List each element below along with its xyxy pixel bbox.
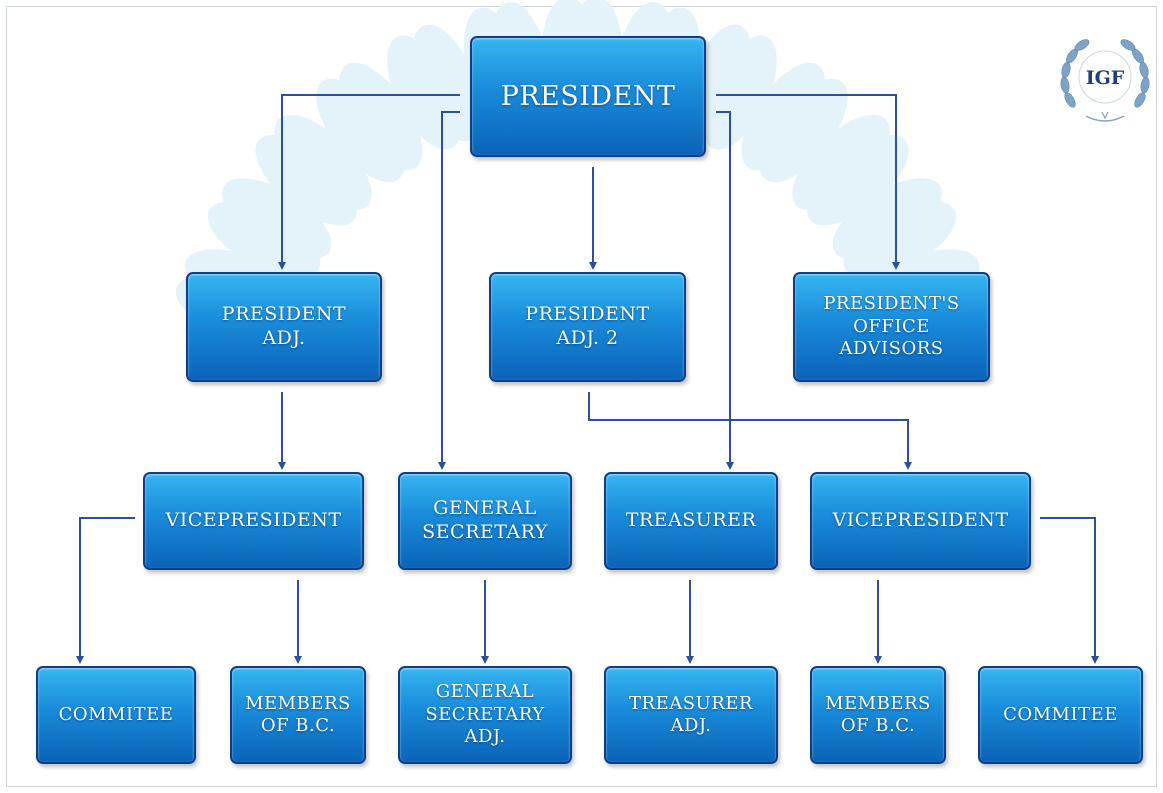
node-members-bc-left: MEMBERS OF B.C. — [230, 666, 366, 764]
laurel-leaf — [207, 201, 321, 278]
node-presidents-office-advisors: PRESIDENT'S OFFICE ADVISORS — [793, 272, 990, 382]
connector-vicepresident-left-to-committee-left — [76, 517, 135, 664]
igf-logo: IGF — [1060, 39, 1150, 122]
laurel-leaf — [759, 78, 848, 183]
laurel-leaf — [255, 134, 357, 226]
node-president-adj: PRESIDENT ADJ. — [186, 272, 382, 382]
laurel-leaf — [702, 35, 777, 150]
node-committee-left: COMMITEE — [36, 666, 196, 764]
node-president: PRESIDENT — [470, 36, 706, 157]
laurel-leaf — [316, 78, 405, 183]
node-committee-right: COMMITEE — [978, 666, 1143, 764]
node-vicepresident-left: VICEPRESIDENT — [143, 472, 364, 570]
connector-president-adj-2-to-vicepresident-right — [588, 392, 912, 470]
node-members-bc-right: MEMBERS OF B.C. — [810, 666, 946, 764]
connector-president-to-general-secretary — [438, 111, 460, 470]
node-president-adj-2: PRESIDENT ADJ. 2 — [489, 272, 686, 382]
logo-text: IGF — [1086, 67, 1125, 89]
laurel-leaf — [807, 134, 909, 226]
connector-president-to-treasurer — [716, 111, 734, 470]
node-general-secretary: GENERAL SECRETARY — [398, 472, 572, 570]
connector-vicepresident-right-to-committee-right — [1040, 517, 1099, 664]
node-vicepresident-right: VICEPRESIDENT — [810, 472, 1031, 570]
connector-president-to-president-adj — [278, 94, 460, 270]
node-treasurer-adj: TREASURER ADJ. — [604, 666, 778, 764]
connector-president-to-office-advisors — [716, 94, 900, 270]
node-general-secretary-adj: GENERAL SECRETARY ADJ. — [398, 666, 572, 764]
node-treasurer: TREASURER — [604, 472, 778, 570]
laurel-leaf — [843, 201, 957, 278]
